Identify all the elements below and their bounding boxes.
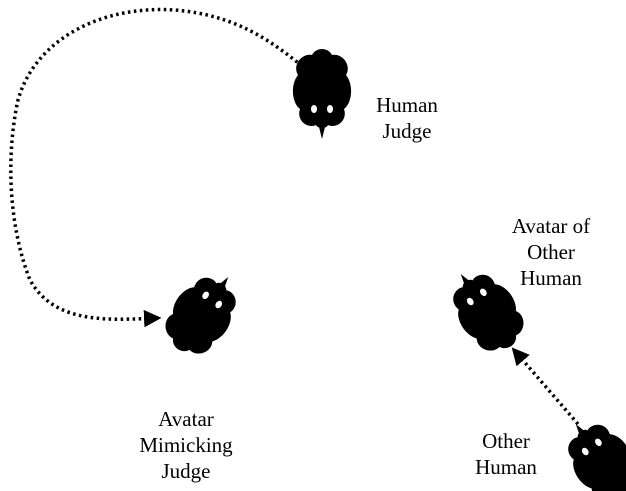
label-line: Other [527,240,575,264]
label-line: Judge [382,119,432,143]
head-silhouette-icon [453,273,524,351]
label-line: Avatar of [511,214,591,238]
label-other-human: Other Human [466,428,546,480]
head-silhouette-icon [568,423,626,491]
other-human-figure [568,423,626,491]
label-line: Mimicking [139,433,233,457]
label-human-judge: Human Judge [372,92,442,144]
head-silhouette-icon [292,49,352,139]
connector-judge-to-avatar [9,7,304,328]
label-line: Avatar [158,407,214,431]
label-avatar-mimicking-judge: Avatar Mimicking Judge [126,406,246,484]
human-judge-figure [292,49,352,139]
label-line: Human [475,455,537,479]
head-silhouette-icon [165,276,236,354]
label-line: Human [520,266,582,290]
label-line: Human [376,93,438,117]
connector-other-to-avatar [511,347,580,426]
label-line: Other [482,429,530,453]
avatar-mimicking-judge-figure [165,276,236,354]
label-line: Judge [161,459,211,483]
avatar-of-other-human-figure [453,273,524,351]
label-avatar-of-other-human: Avatar of Other Human [496,213,606,291]
